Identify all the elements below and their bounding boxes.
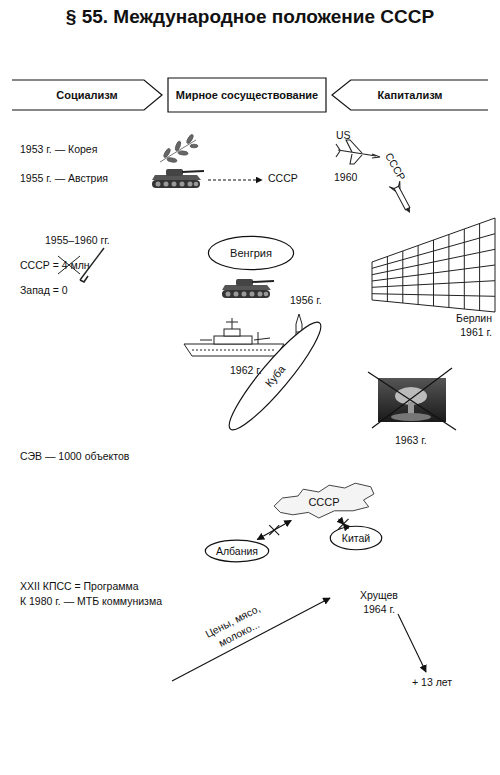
node-outline — [205, 540, 268, 562]
plane-icon — [346, 140, 362, 153]
node-outline — [220, 314, 330, 438]
note-label: 1955 г. — Австрия — [20, 172, 108, 186]
missile-icon — [394, 186, 410, 210]
warship-icon — [258, 332, 259, 344]
note-label: Берлин 1961 г. — [430, 312, 492, 339]
page-title: § 55. Международное положение СССР — [0, 6, 500, 28]
plane-icon — [350, 154, 362, 164]
node-outline — [330, 526, 381, 550]
olive-branch — [163, 148, 171, 159]
country-ellipse: Китай — [330, 526, 382, 550]
plane-icon — [336, 140, 380, 164]
connector-arrow — [257, 520, 291, 539]
warship-icon — [224, 329, 240, 336]
note-label: 1955–1960 гг. — [45, 234, 110, 248]
warship-icon — [192, 350, 276, 351]
country-ellipse: Албания — [205, 540, 269, 562]
node-text: Мирное сосуществование — [176, 89, 318, 102]
ideology-arrow: Социализм — [12, 80, 162, 110]
time-arrow — [398, 614, 426, 672]
note-label: 1960 — [334, 171, 357, 185]
plane-icon — [338, 150, 376, 156]
country-ellipse: Венгрия — [208, 236, 294, 270]
note-label: СССР — [268, 172, 298, 186]
node-outline — [208, 236, 293, 269]
note-label: 1962 г. — [230, 364, 262, 378]
nuclear-test-crossed — [391, 413, 431, 421]
tank-icon — [222, 279, 274, 298]
node-text: Капитализм — [378, 89, 443, 102]
node-text: Албания — [216, 545, 258, 557]
node-text: Социализм — [56, 89, 117, 102]
note-label: 1963 г. — [395, 434, 427, 448]
node-text: СССР — [308, 496, 339, 509]
note-label: СССР = 4 млн — [20, 259, 90, 273]
warship-icon — [232, 318, 233, 329]
olive-branch — [160, 140, 196, 162]
tank-icon — [222, 279, 274, 298]
note-label: 1953 г. — Корея — [20, 143, 97, 157]
node-outline — [12, 80, 162, 110]
ideology-arrow: Капитализм — [332, 80, 488, 110]
olive-branch — [174, 141, 181, 152]
note-label: К 1980 г. — МТБ коммунизма — [20, 595, 162, 609]
note-label: US — [336, 129, 351, 143]
country-map: СССР — [272, 482, 376, 522]
missile-icon — [405, 207, 412, 214]
tank-icon — [152, 169, 204, 188]
dashed-arrow — [208, 180, 262, 181]
berlin-wall — [372, 218, 495, 312]
connector-arrow — [343, 523, 345, 525]
berlin-wall — [372, 234, 495, 297]
note-label: СЭВ — 1000 объектов — [20, 450, 129, 464]
olive-branch — [190, 144, 198, 148]
tank-icon — [152, 169, 204, 188]
warship-icon — [214, 336, 252, 344]
node-outline — [332, 80, 488, 110]
warship-icon — [200, 340, 212, 341]
node-outline — [168, 78, 326, 112]
note-label: Запад = 0 — [20, 284, 68, 298]
rifle-cross — [80, 276, 88, 282]
break-mark — [269, 525, 279, 535]
plane-icon — [372, 154, 380, 158]
warship-icon — [184, 318, 284, 356]
plane-icon — [336, 144, 340, 157]
nuclear-test-crossed — [372, 368, 452, 428]
note-label: 1956 г. — [290, 294, 322, 308]
note-label: XXII КПСС = Программа — [20, 580, 139, 594]
nuclear-test-crossed — [368, 368, 456, 430]
concept-box: Мирное сосуществование — [168, 78, 326, 112]
note-label: + 13 лет — [412, 676, 452, 690]
warship-icon — [254, 338, 270, 340]
node-text: Китай — [342, 532, 370, 544]
olive-branch — [178, 151, 188, 156]
olive-branch — [167, 157, 178, 163]
note-label: СССР — [382, 151, 409, 184]
olive-branch — [186, 134, 194, 145]
olive-branch — [160, 134, 198, 163]
node-outline — [274, 483, 374, 518]
warship-icon — [226, 322, 238, 323]
missile-icon — [389, 181, 403, 193]
note-label: Хрущев 1964 г. — [350, 589, 408, 616]
warship-icon — [184, 344, 284, 356]
node-text: Венгрия — [230, 247, 272, 260]
missile-icon — [389, 181, 415, 216]
note-label: Цены, мясо, молоко... — [190, 595, 283, 660]
berlin-wall — [387, 224, 479, 311]
berlin-wall — [372, 218, 495, 312]
